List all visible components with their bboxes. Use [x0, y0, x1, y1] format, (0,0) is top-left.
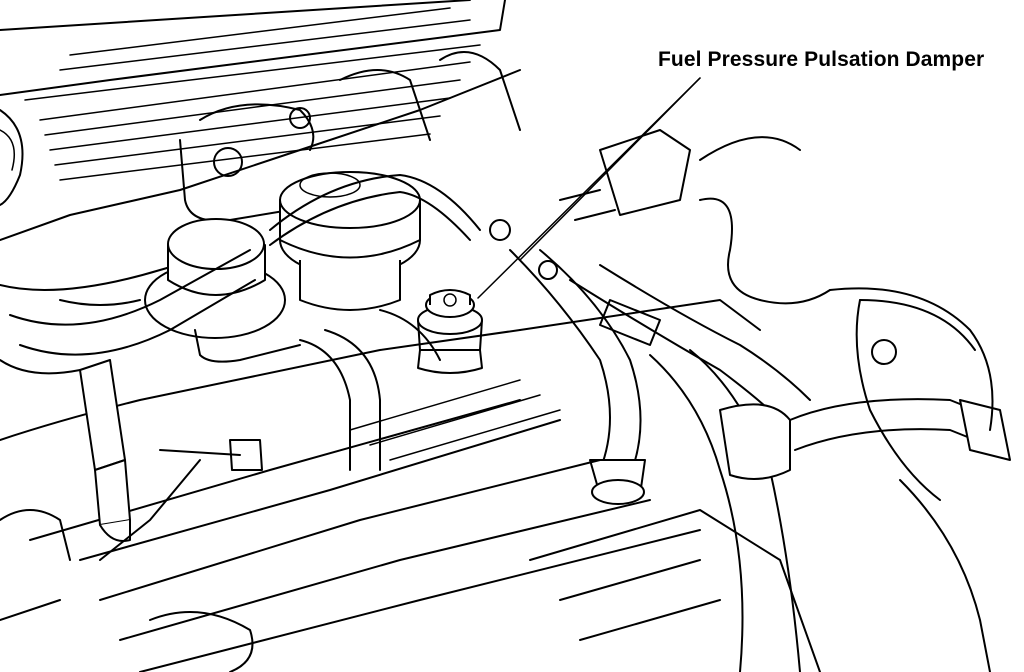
vacuum-canister: [59, 218, 301, 363]
cylinder-head: [0, 299, 821, 672]
throttle-body-area: [0, 51, 521, 375]
callout-leader-lines: [477, 77, 701, 299]
air-cleaner-housing: [559, 129, 994, 672]
hose-clamps: [79, 219, 661, 561]
fuel-hoses: [9, 174, 1011, 672]
pulsation-damper: [417, 289, 483, 374]
intake-plenum: [0, 0, 521, 241]
pulsation-damper-label: Fuel Pressure Pulsation Damper: [658, 48, 985, 71]
regulator-housing: [279, 171, 421, 311]
